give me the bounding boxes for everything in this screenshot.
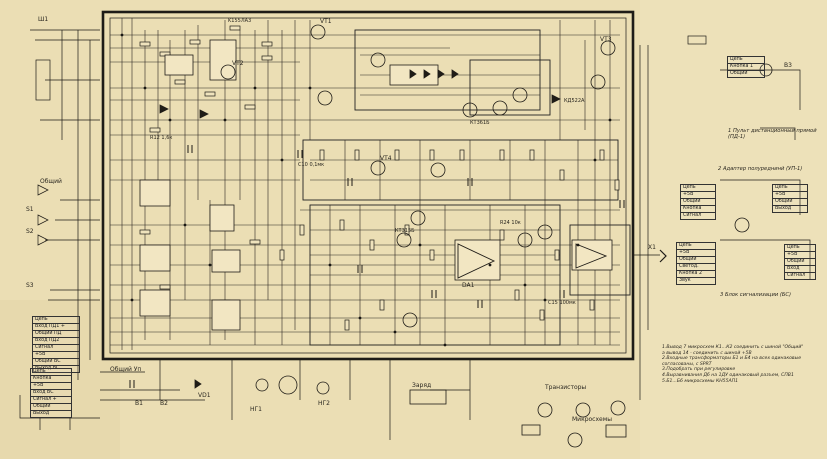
label-vd1: VD1 xyxy=(198,392,211,399)
connector-table-r2: Цепь +5В Общий Кнопка Сигнал xyxy=(680,184,716,220)
table-r2-cell: Кнопка xyxy=(681,206,715,213)
table-left2-cell: Цепь xyxy=(31,369,71,376)
label-hg1: НГ1 xyxy=(250,406,262,413)
note-line: 1.Вывод 7 микросхем К1...К2 соединить с … xyxy=(662,345,804,350)
table-r2-cell: Сигнал xyxy=(683,213,702,218)
note-line: согласованы, с SPRT xyxy=(662,361,712,367)
table-r5-cell: Общий xyxy=(785,259,815,266)
label-obshiy-up: Общий Уп xyxy=(110,366,142,373)
note-line: 3.Подобрать при регулировке xyxy=(662,367,736,373)
note-line: 5.Б1...Б6 микросхемы КН55АП1 xyxy=(662,378,739,384)
block-title-1: 1 Пульт дистанционный прямой (ПД-1) xyxy=(728,128,817,140)
table-r4-cell: Светод. xyxy=(677,264,715,271)
label-s1: S1 xyxy=(26,206,34,213)
label-da1: DA1 xyxy=(462,282,475,289)
table-r5-cell: +5В xyxy=(785,252,815,259)
notes-block: 1.Вывод 7 микросхем К1...К2 соединить с … xyxy=(662,345,822,384)
connector-table-r3: Цепь +5В Общий Выход xyxy=(772,184,808,213)
label-microcircuits: Микросхемы xyxy=(572,416,612,423)
table-left2-cell: Выход xyxy=(33,411,50,416)
table-r1-cell: Цепь xyxy=(728,57,764,64)
table-left-cell: Вход ПД2 xyxy=(33,338,79,345)
table-left2-cell: Кнопка xyxy=(31,376,71,383)
note-line: а вывод 14 - соединить с шиной +5В xyxy=(662,350,752,356)
table-r4-cell: Кнопка 2 xyxy=(677,271,715,278)
label-r12: R12 1,6к xyxy=(150,135,173,141)
table-left-cell: Вход ПД1 + xyxy=(33,324,79,331)
note-line: 2.Входные трансформаторы Б1 и Б4 на всех… xyxy=(662,356,802,362)
label-s3: S3 xyxy=(26,282,34,289)
label-b1: B1 xyxy=(135,400,143,407)
label-r24: R24 10к xyxy=(500,220,521,226)
table-left2-cell: Вход ВС xyxy=(31,390,71,397)
table-r3-cell: Выход xyxy=(775,206,792,211)
label-vt1: VT1 xyxy=(320,18,332,25)
table-left-cell: Сигнал xyxy=(33,345,79,352)
label-k155la3: K155ЛА3 xyxy=(228,18,252,24)
label-b2: B2 xyxy=(160,400,168,407)
label-c10: С10 0,1мк xyxy=(298,162,325,168)
connector-table-left-2: Цепь Кнопка +5В Вход ВС Сигнал + Общий В… xyxy=(30,368,72,418)
label-hg2: НГ2 xyxy=(318,400,330,407)
connector-table-r5: Цепь +5В Общий Вход Сигнал xyxy=(784,244,816,280)
table-r3-cell: Общий xyxy=(773,199,807,206)
table-left-cell: +5В xyxy=(33,352,79,359)
table-r5-cell: Сигнал xyxy=(787,273,806,278)
table-r1-cell: Кнопка 1 xyxy=(728,64,764,71)
label-x1: X1 xyxy=(648,244,656,251)
table-r5-cell: Цепь xyxy=(785,245,815,252)
table-r3-cell: Цепь xyxy=(773,185,807,192)
label-b3: B3 xyxy=(784,62,792,69)
table-left-cell: Цепь xyxy=(33,317,79,324)
connector-table-left: Цепь Вход ПД1 + Общий ПД Вход ПД2 Сигнал… xyxy=(32,316,80,373)
connector-table-r1: Цепь Кнопка 1 Общий xyxy=(727,56,765,78)
note-line: 4.Выравнивания Д6 на 1ДУ одинаковый разъ… xyxy=(662,372,794,378)
label-transistors: Транзисторы xyxy=(545,384,587,391)
label-vt4: VT4 xyxy=(380,155,392,162)
label-vt2: VT2 xyxy=(232,60,244,67)
block-title-2: 2 Адаптер полуреднинй (УП-1) xyxy=(718,166,803,172)
table-r4-cell: Звук xyxy=(679,278,691,283)
label-s2: S2 xyxy=(26,228,34,235)
label-zaryad: Заряд xyxy=(412,382,432,389)
table-left-cell: Общий ПД xyxy=(33,331,79,338)
table-r2-cell: Цепь xyxy=(681,185,715,192)
table-r5-cell: Вход xyxy=(785,266,815,273)
label-obshiy: Общий xyxy=(40,178,62,185)
table-left2-cell: +5В xyxy=(31,383,71,390)
table-r1-cell: Общий xyxy=(730,71,748,76)
connector-label-ш1: Ш1 xyxy=(38,16,49,23)
block-title-3: 3 Блок сигнализации (БС) xyxy=(720,292,792,298)
connector-table-r4: Цепь +5В Общий Светод. Кнопка 2 Звук xyxy=(676,242,716,285)
label-c15: С15 100мк xyxy=(548,300,576,306)
table-r4-cell: +5В xyxy=(677,250,715,257)
table-left2-cell: Сигнал + xyxy=(31,397,71,404)
label-kd522: КД522А xyxy=(564,98,585,104)
label-kt315: КТ315Б xyxy=(395,228,415,234)
table-r4-cell: Цепь xyxy=(677,243,715,250)
table-r2-cell: +5В xyxy=(681,192,715,199)
table-r3-cell: +5В xyxy=(773,192,807,199)
table-left2-cell: Общий xyxy=(31,404,71,411)
label-kt361: КТ361Б xyxy=(470,120,490,126)
table-r2-cell: Общий xyxy=(681,199,715,206)
table-r4-cell: Общий xyxy=(677,257,715,264)
label-vt3: VT3 xyxy=(600,36,612,43)
table-left-cell: Общий ВС xyxy=(33,359,79,366)
